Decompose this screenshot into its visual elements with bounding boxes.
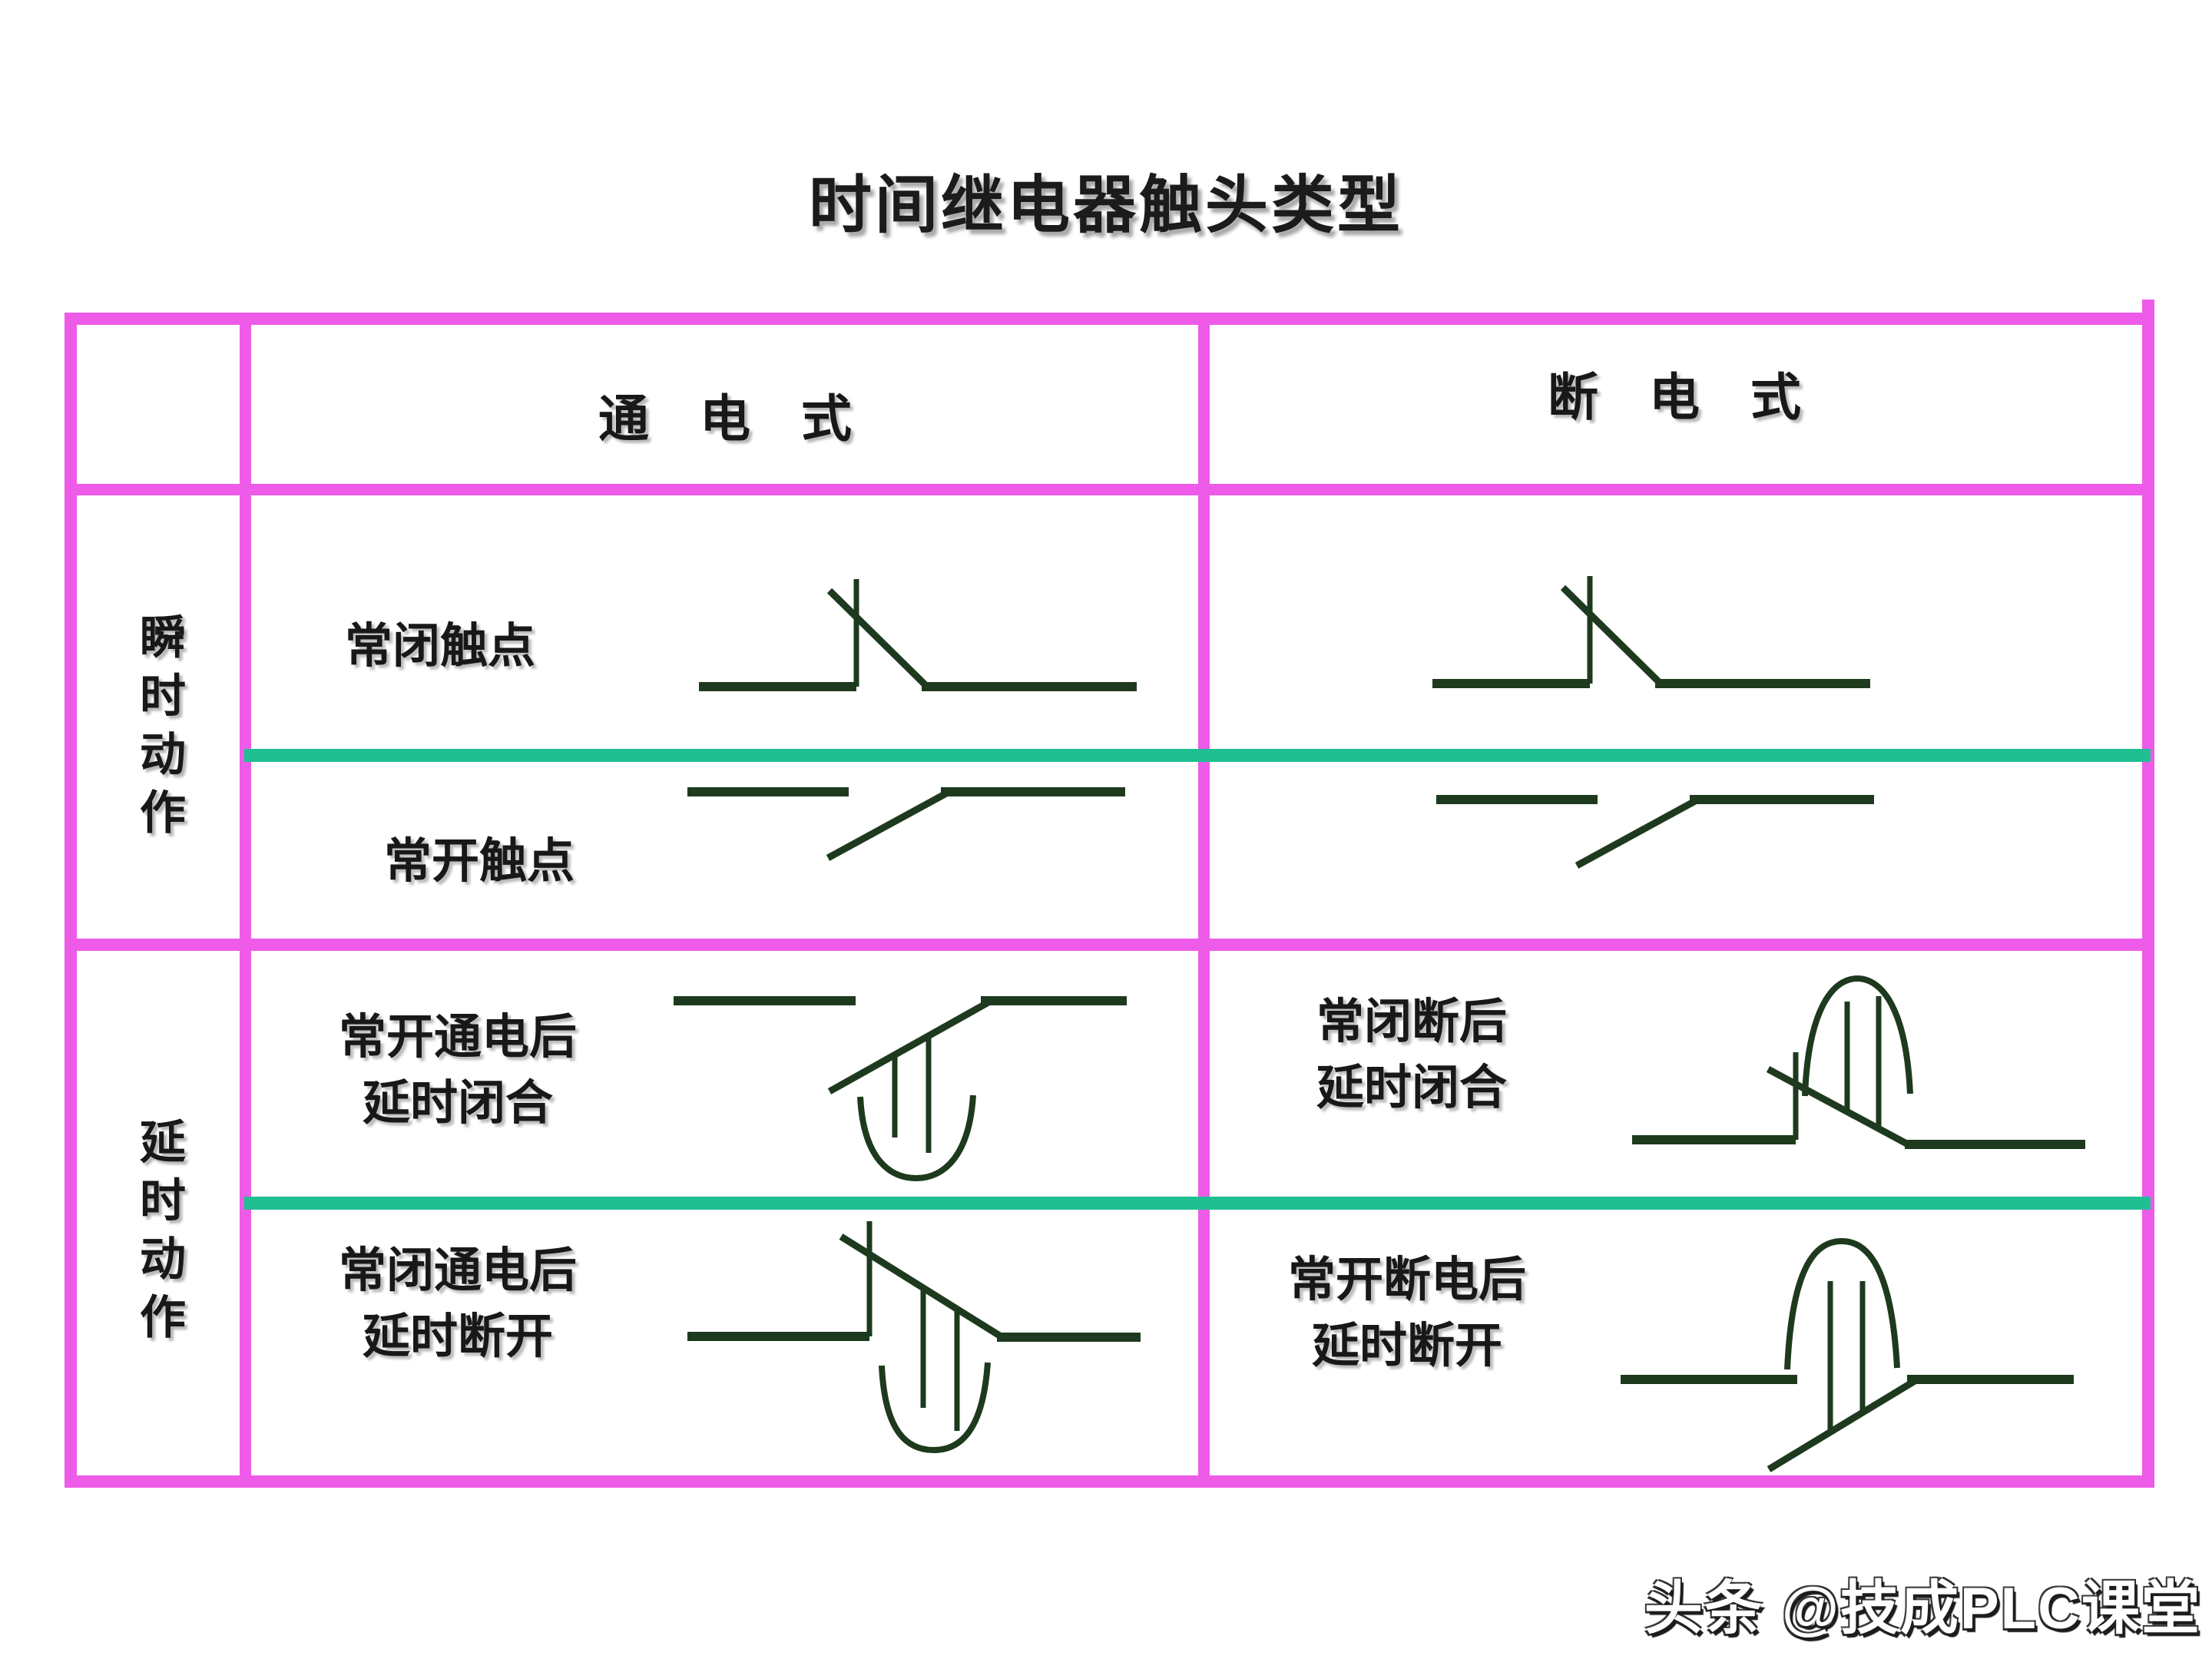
- page-title: 时间继电器触头类型: [808, 171, 1403, 240]
- table-border-bottom: [65, 1475, 2154, 1488]
- table-border-left: [65, 313, 77, 1488]
- no-contact-symbol-energized: [687, 787, 1125, 861]
- table-border-top: [65, 313, 2154, 325]
- column-header-energized: 通 电 式: [598, 390, 852, 447]
- no-contact-delay-open-symbol: [1621, 1237, 2074, 1472]
- divider-header-row: [65, 484, 2154, 495]
- divider-label-column: [240, 313, 251, 1488]
- column-header-deenergized: 断 电 式: [1548, 369, 1801, 426]
- watermark: 头条 @技成PLC课堂: [1644, 1576, 2201, 1641]
- label-nc-instant: 常闭触点: [344, 620, 536, 673]
- label-no-break-delay-open: 常开断电后 延时断开: [1287, 1253, 1527, 1373]
- nc-contact-delay-close-symbol: [1632, 975, 2085, 1149]
- no-contact-delay-close-symbol: [674, 996, 1127, 1182]
- label-nc-break-delay-close: 常闭断后 延时闭合: [1316, 995, 1508, 1114]
- label-no-delay-close: 常开通电后 延时闭合: [338, 1011, 578, 1130]
- teal-divider-instant: [244, 749, 2151, 762]
- no-contact-symbol-deenergized: [1436, 795, 1874, 869]
- nc-contact-symbol-energized: [699, 579, 1137, 691]
- row-group-instant-action: 瞬时动作: [133, 613, 185, 846]
- nc-contact-symbol-deenergized: [1432, 576, 1870, 688]
- nc-contact-delay-open-symbol: [687, 1221, 1141, 1454]
- label-no-instant: 常开触点: [383, 835, 575, 888]
- divider-section-row: [65, 939, 2154, 951]
- teal-divider-delayed: [244, 1197, 2151, 1210]
- row-group-delayed-action: 延时动作: [133, 1118, 185, 1351]
- table-border-right: [2142, 300, 2154, 1488]
- divider-center-column: [1198, 313, 1210, 1488]
- label-nc-delay-open: 常闭通电后 延时断开: [338, 1244, 578, 1363]
